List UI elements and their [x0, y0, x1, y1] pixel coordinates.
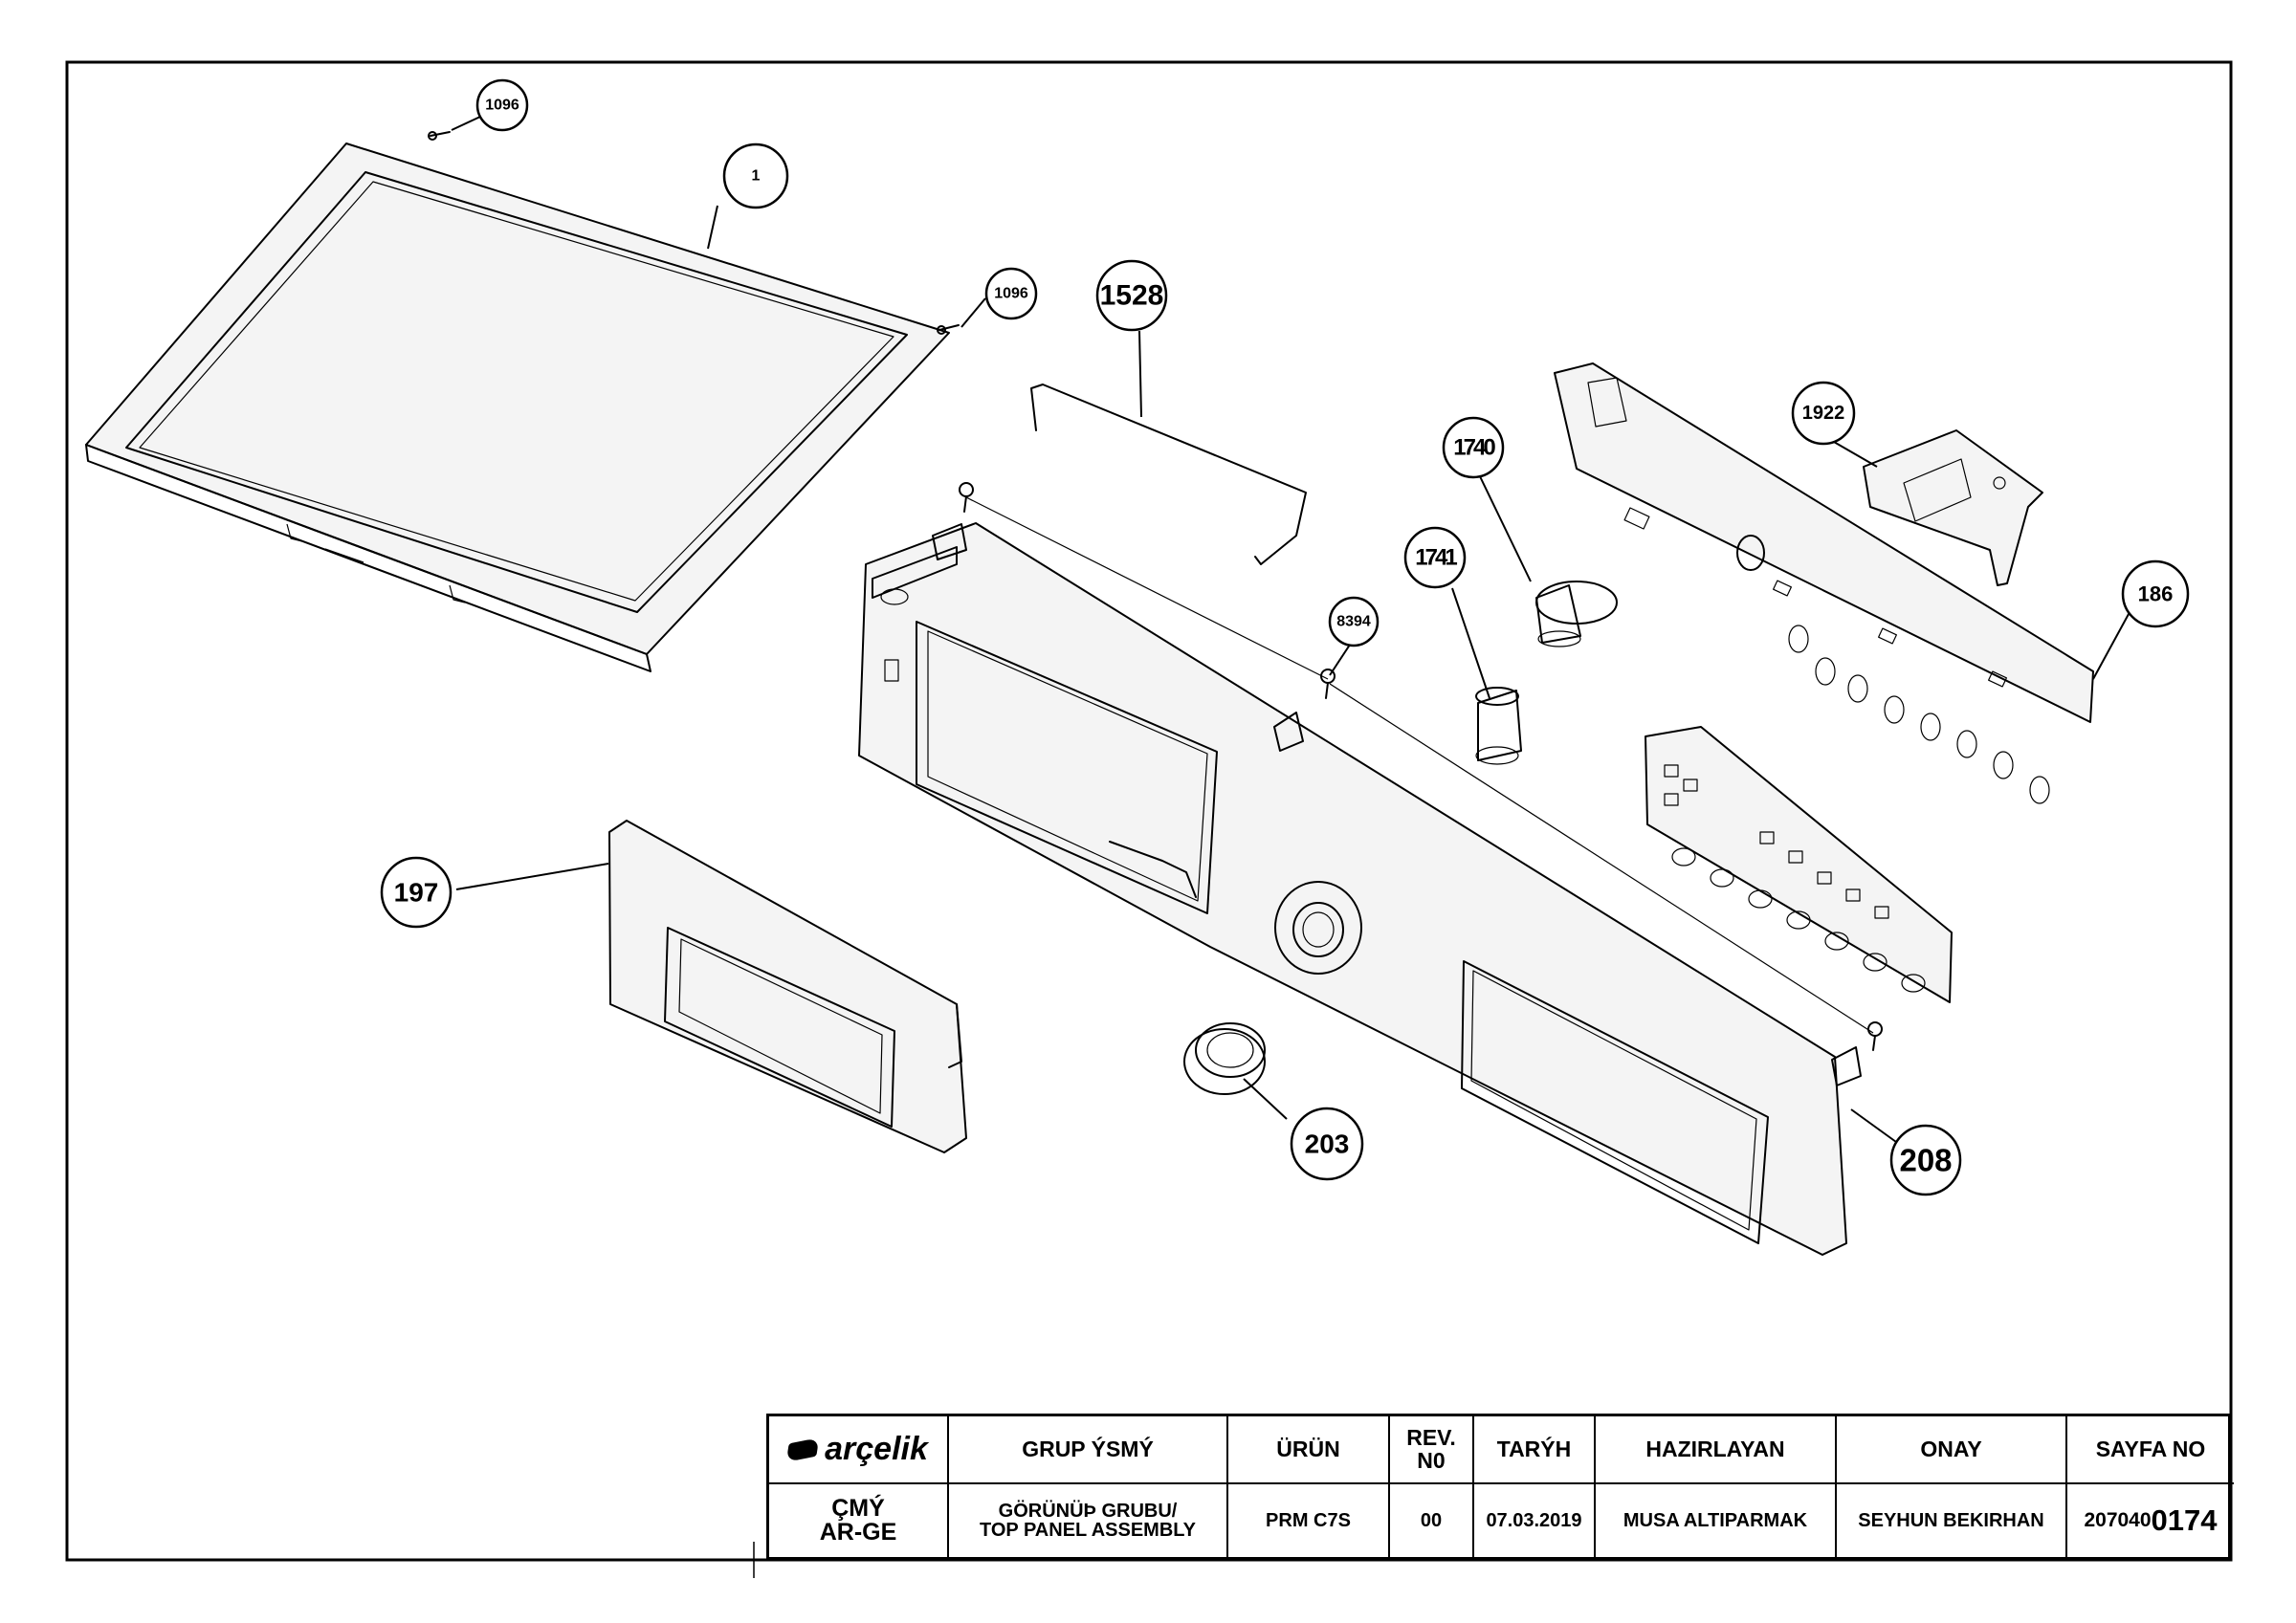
callout-label: 1741 — [1415, 545, 1457, 571]
sheet-number-suffix: 0174 — [2151, 1503, 2218, 1537]
screw-part — [959, 482, 1883, 1051]
sheet-number-prefix: 207040 — [2084, 1509, 2152, 1531]
callout-203: 203 — [1290, 1107, 1364, 1181]
department-line2: AR-GE — [819, 1519, 897, 1546]
header-rev-line2: N0 — [1417, 1447, 1446, 1473]
callout-label: 186 — [2138, 582, 2174, 606]
department-cell: ÇMÝ AR-GE — [769, 1484, 949, 1557]
callout-1: 1 — [722, 143, 789, 209]
header-approved: ONAY — [1837, 1416, 2067, 1484]
date-value: 07.03.2019 — [1474, 1484, 1596, 1557]
lid-pin-part — [428, 131, 960, 335]
wire-part — [1030, 384, 1307, 565]
detergent-drawer-part — [608, 820, 967, 1153]
brand-name: arçelik — [825, 1431, 928, 1467]
drawing-border — [65, 60, 2233, 1562]
callout-label: 1096 — [994, 286, 1028, 302]
callout-label: 197 — [394, 878, 439, 908]
callout-1922: 1922 — [1791, 381, 1856, 446]
callout-label: 203 — [1305, 1130, 1350, 1159]
pcb-part — [1554, 362, 2094, 804]
group-name-line1: GÖRÜNÜÞ GRUBU/ — [998, 1500, 1178, 1522]
callout-197: 197 — [380, 856, 453, 929]
brand-logo: arçelik — [785, 1431, 928, 1468]
header-rev: REV. N0 — [1390, 1416, 1474, 1484]
callout-1096-right: 1096 — [984, 267, 1038, 320]
callout-1740: 1740 — [1442, 416, 1505, 479]
top-lid-part — [85, 143, 950, 672]
rev-value: 00 — [1390, 1484, 1474, 1557]
group-name-line2: TOP PANEL ASSEMBLY — [980, 1520, 1196, 1541]
callout-label: 208 — [1899, 1143, 1952, 1178]
group-name-cell: GÖRÜNÜÞ GRUBU/ TOP PANEL ASSEMBLY — [949, 1484, 1228, 1557]
department-line1: ÇMÝ — [831, 1494, 885, 1522]
knob-part — [1183, 1022, 1266, 1095]
brand-cell: arçelik — [769, 1416, 949, 1484]
display-mask-part — [1645, 726, 1953, 1003]
callout-label: 1740 — [1453, 435, 1495, 461]
bracket-part — [1863, 429, 2043, 586]
approved-value: SEYHUN BEKIRHAN — [1837, 1484, 2067, 1557]
callout-label: 8394 — [1336, 614, 1371, 630]
callout-label: 1096 — [485, 98, 519, 114]
header-prepared: HAZIRLAYAN — [1596, 1416, 1837, 1484]
header-group: GRUP ÝSMÝ — [949, 1416, 1228, 1484]
header-product: ÜRÜN — [1228, 1416, 1390, 1484]
callout-label: 1528 — [1100, 280, 1164, 312]
callout-8394: 8394 — [1328, 596, 1380, 647]
callout-label: 1922 — [1802, 403, 1845, 424]
adapter-part — [1475, 687, 1522, 765]
callout-208: 208 — [1889, 1124, 1962, 1196]
callout-label: 1 — [752, 168, 761, 185]
header-rev-line1: REV. — [1406, 1425, 1456, 1451]
control-panel-part — [858, 522, 1862, 1256]
header-date: TARÝH — [1474, 1416, 1596, 1484]
header-sheet: SAYFA NO — [2067, 1416, 2234, 1484]
callout-1096-top: 1096 — [475, 78, 529, 132]
title-block: arçelik GRUP ÝSMÝ ÜRÜN REV. N0 TARÝH HAZ… — [766, 1414, 2234, 1560]
product-value: PRM C7S — [1228, 1484, 1390, 1557]
callout-1741: 1741 — [1403, 526, 1467, 589]
callout-186: 186 — [2121, 559, 2190, 628]
prepared-value: MUSA ALTIPARMAK — [1596, 1484, 1837, 1557]
leader-lines — [451, 116, 2141, 1143]
arcelik-logo-icon — [785, 1437, 820, 1462]
knob-shaft-part — [1535, 581, 1618, 647]
callout-1528: 1528 — [1095, 259, 1168, 332]
